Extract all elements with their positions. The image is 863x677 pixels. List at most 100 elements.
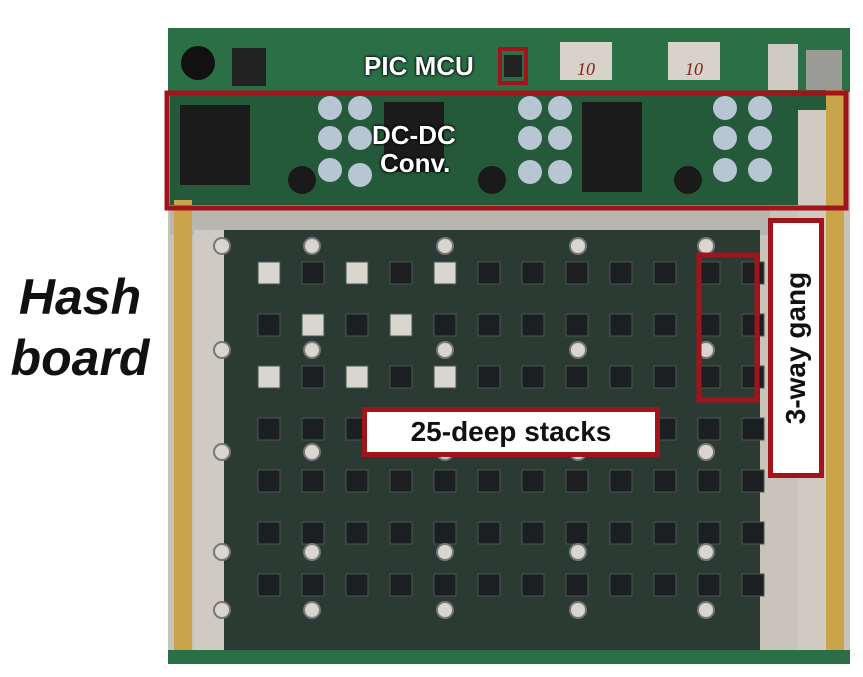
asic-chip [301, 313, 325, 337]
buzzer-2 [478, 166, 506, 194]
asic-chip [521, 573, 545, 597]
header-pins [232, 48, 266, 86]
asic-chip [653, 521, 677, 545]
asic-chip [433, 313, 457, 337]
asic-chip [521, 313, 545, 337]
asic-chip [301, 469, 325, 493]
dcdc-frame [164, 90, 849, 211]
asic-chip [565, 521, 589, 545]
asic-chip [741, 573, 765, 597]
stacks-label-box: 25-deep stacks [362, 407, 660, 457]
asic-chip [345, 573, 369, 597]
gang-label: 3-way gang [780, 271, 812, 425]
mounting-hole [213, 237, 231, 255]
mounting-hole [569, 543, 587, 561]
asic-chip [389, 365, 413, 389]
stacks-label: 25-deep stacks [410, 416, 612, 447]
left-metal-blocks [194, 230, 224, 650]
asic-chip [741, 261, 765, 285]
asic-chip [565, 365, 589, 389]
asic-chip [741, 521, 765, 545]
dcdc-label-line2: Conv. [380, 148, 451, 178]
asic-chip [389, 261, 413, 285]
right-connector-2 [806, 50, 842, 90]
inductor-3 [582, 102, 642, 192]
asic-chip [565, 261, 589, 285]
mounting-hole [303, 543, 321, 561]
mounting-hole [569, 341, 587, 359]
side-title-line1: Hash [18, 269, 142, 325]
mounting-hole [697, 237, 715, 255]
bottom-edge [168, 650, 850, 664]
mcu-chip [504, 55, 522, 77]
asic-chip [477, 261, 501, 285]
asic-chip [433, 365, 457, 389]
gang-label-box: 3-way gang [768, 218, 824, 478]
right-connector [768, 44, 798, 90]
asic-chip [477, 365, 501, 389]
buzzer-1 [288, 166, 316, 194]
asic-chip [521, 261, 545, 285]
side-title-line2: board [10, 330, 150, 386]
asic-chip [389, 313, 413, 337]
asic-chip [257, 261, 281, 285]
mounting-hole [569, 601, 587, 619]
capacitor-group-2 [518, 96, 572, 184]
asic-chip [301, 573, 325, 597]
asic-chip [257, 521, 281, 545]
connector-mark-right: 10 [685, 59, 703, 79]
asic-chip [697, 469, 721, 493]
mounting-hole [697, 443, 715, 461]
asic-chip [609, 261, 633, 285]
power-jack [181, 46, 215, 80]
asic-chip [433, 573, 457, 597]
mounting-hole [213, 443, 231, 461]
mounting-hole [436, 601, 454, 619]
asic-chip [609, 469, 633, 493]
asic-chip [521, 521, 545, 545]
asic-chip [741, 469, 765, 493]
mounting-hole [436, 237, 454, 255]
asic-chip [301, 365, 325, 389]
mounting-hole [303, 443, 321, 461]
asic-chip [477, 521, 501, 545]
buzzer-3 [674, 166, 702, 194]
asic-chip [653, 313, 677, 337]
mounting-hole [213, 543, 231, 561]
left-gold-edge [174, 200, 192, 655]
asic-chip [345, 365, 369, 389]
asic-chip [697, 417, 721, 441]
asic-chip [257, 417, 281, 441]
mounting-hole [303, 341, 321, 359]
asic-chip [477, 313, 501, 337]
connector-mark-left: 10 [577, 59, 595, 79]
mounting-hole [697, 543, 715, 561]
asic-chip [433, 261, 457, 285]
asic-chip [521, 469, 545, 493]
asic-chip [389, 521, 413, 545]
asic-chip [609, 521, 633, 545]
asic-chip [565, 313, 589, 337]
asic-chip [653, 573, 677, 597]
asic-chip [345, 521, 369, 545]
asic-chip [477, 573, 501, 597]
asic-chip [301, 521, 325, 545]
asic-chip [257, 365, 281, 389]
mounting-hole [213, 341, 231, 359]
dcdc-label-line1: DC-DC [372, 120, 456, 150]
asic-chip [345, 261, 369, 285]
asic-chip [345, 469, 369, 493]
asic-chip [697, 521, 721, 545]
right-gold-edge [826, 90, 844, 655]
connector-right [668, 42, 720, 80]
mounting-hole [436, 341, 454, 359]
asic-chip [257, 469, 281, 493]
asic-chip [433, 521, 457, 545]
asic-chip [565, 469, 589, 493]
asic-chip [741, 313, 765, 337]
mounting-hole [303, 237, 321, 255]
pic-mcu-label: PIC MCU [364, 51, 474, 81]
asic-chip [301, 417, 325, 441]
mounting-hole [569, 237, 587, 255]
